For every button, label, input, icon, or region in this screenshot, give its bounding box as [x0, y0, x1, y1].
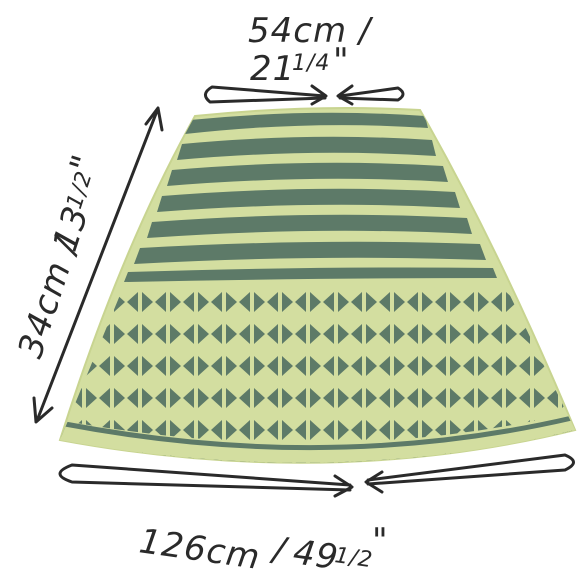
hem-width-in-fraction: 1/2: [333, 543, 375, 573]
top-width-in-label: 21: [250, 49, 295, 89]
stripe-section: [124, 112, 497, 282]
top-width-in-fraction: 1/4: [292, 51, 330, 76]
hem-width-in-mark: ": [372, 521, 389, 561]
top-width-arrow: [204, 84, 405, 106]
hem-width-in-label: 49: [291, 532, 341, 577]
hem-width-cm-label: 126cm: [137, 521, 263, 577]
hem-width-separator: /: [268, 529, 291, 571]
top-width-cm-label: 54cm /: [248, 11, 374, 51]
hem-width-arrow: [58, 453, 575, 498]
top-width-in-mark: ": [333, 41, 350, 81]
length-arrow: [32, 106, 164, 424]
skirt-body: [58, 107, 577, 464]
chevron-section: [60, 283, 575, 463]
